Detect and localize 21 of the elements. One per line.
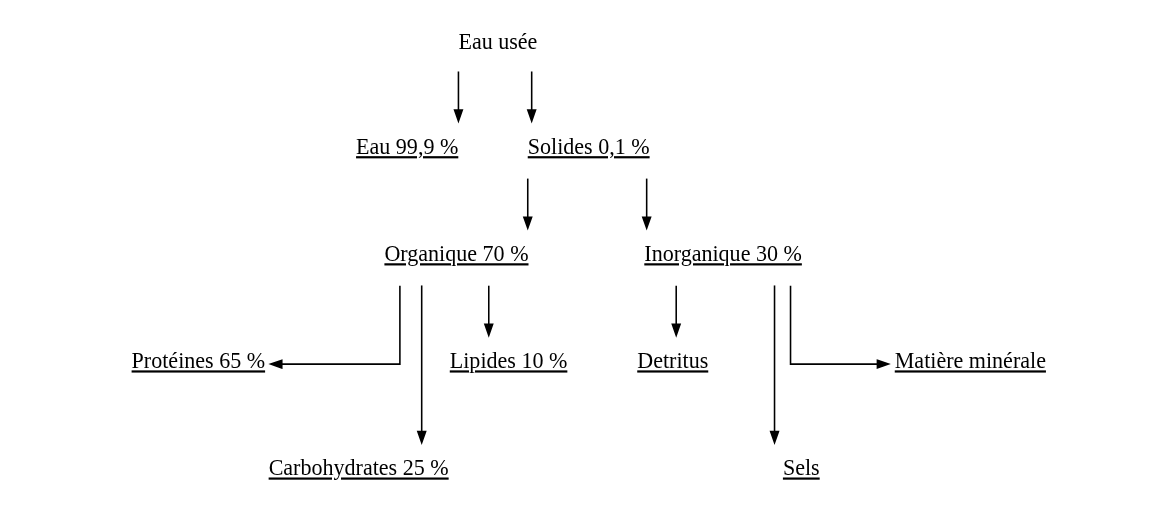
arrow (416, 284, 427, 446)
arrow (452, 70, 463, 124)
arrow (267, 284, 401, 370)
node-text: Eau usée (457, 28, 537, 54)
arrow (641, 177, 652, 231)
node-text: Solides 0,1 % (527, 134, 650, 160)
arrow (789, 284, 891, 370)
arrow (670, 284, 681, 338)
node-text: Sels (782, 455, 820, 481)
arrow (483, 284, 494, 338)
arrow (526, 70, 537, 124)
arrow (522, 177, 533, 231)
node-text: Matière minérale (894, 348, 1046, 374)
node-text: Inorganique 30 % (643, 241, 802, 267)
node-text: Eau 99,9 % (355, 134, 458, 160)
arrow (769, 284, 779, 446)
node-text: Organique 70 % (383, 241, 529, 267)
node-text: Protéines 65 % (131, 348, 265, 374)
node-text: Detritus (636, 348, 708, 374)
node-text: Lipides 10 % (449, 348, 567, 374)
node-text: Carbohydrates 25 % (268, 455, 449, 481)
